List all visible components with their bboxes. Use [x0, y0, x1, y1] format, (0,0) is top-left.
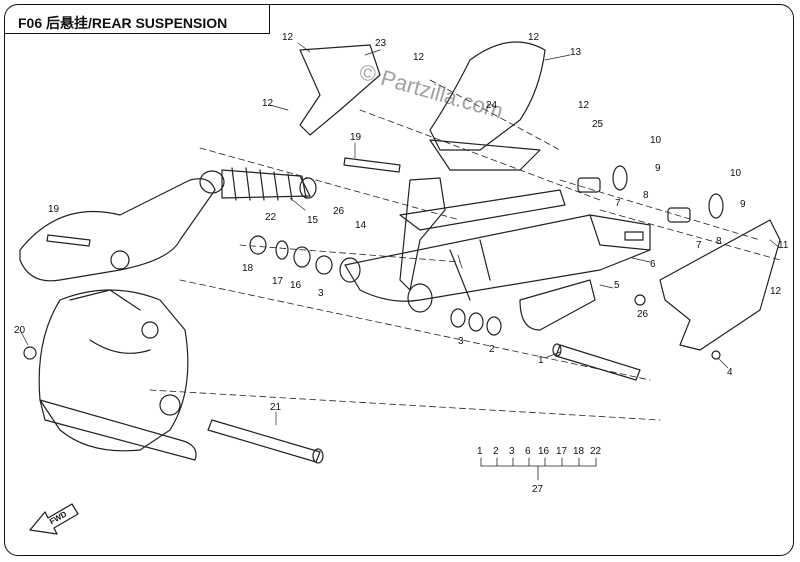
- callout-5: 5: [614, 280, 620, 291]
- kit-member: 17: [556, 446, 568, 457]
- callout-19: 19: [350, 132, 362, 143]
- callout-4: 4: [727, 367, 733, 378]
- callout-12: 12: [528, 32, 540, 43]
- callout-9: 9: [655, 163, 661, 174]
- kit-member: 3: [509, 446, 515, 457]
- kit-member: 2: [493, 446, 499, 457]
- callout-3: 3: [458, 336, 464, 347]
- frame-left: [19, 178, 216, 461]
- callout-6: 6: [650, 259, 656, 270]
- callout-7: 7: [615, 198, 621, 209]
- callout-12: 12: [282, 32, 294, 43]
- callout-21: 21: [270, 402, 282, 413]
- callout-10: 10: [650, 135, 662, 146]
- callout-7: 7: [696, 240, 702, 251]
- callout-26: 26: [637, 309, 649, 320]
- leader-lines: [19, 42, 781, 426]
- kit-member: 18: [573, 446, 585, 457]
- rear-fender: [429, 41, 546, 171]
- shock-absorber: [199, 167, 317, 201]
- callout-9: 9: [740, 199, 746, 210]
- long-shaft: [207, 419, 324, 464]
- callout-25: 25: [592, 119, 604, 130]
- callout-10: 10: [730, 168, 742, 179]
- assembly-guide-lines: [149, 79, 781, 421]
- callout-8: 8: [643, 190, 649, 201]
- callout-12: 12: [413, 52, 425, 63]
- chain-adjusters: [577, 165, 724, 223]
- callout-12: 12: [262, 98, 274, 109]
- callout-16: 16: [290, 280, 302, 291]
- callout-13: 13: [570, 47, 582, 58]
- callout-12: 12: [578, 100, 590, 111]
- callout-14: 14: [355, 220, 367, 231]
- callout-2: 2: [489, 344, 495, 355]
- fwd-arrow-icon: [29, 503, 79, 535]
- kit-member: 22: [590, 446, 602, 457]
- bushings: [23, 235, 721, 360]
- kit-number: 27: [532, 484, 544, 495]
- callout-22: 22: [265, 212, 277, 223]
- kit-bracket: [480, 457, 597, 481]
- title-box: F06 后悬挂/REAR SUSPENSION: [4, 4, 270, 34]
- swingarm: [339, 177, 651, 313]
- callout-12: 12: [770, 286, 782, 297]
- kit-member: 16: [538, 446, 550, 457]
- callout-1: 1: [538, 355, 544, 366]
- callout-23: 23: [375, 38, 387, 49]
- callout-11: 11: [778, 240, 789, 251]
- callout-24: 24: [486, 100, 498, 111]
- fwd-label: FWD: [48, 509, 68, 526]
- callout-15: 15: [307, 215, 319, 226]
- pivot-axle: [552, 343, 641, 381]
- kit-member: 6: [525, 446, 531, 457]
- callout-17: 17: [272, 276, 284, 287]
- callout-8: 8: [716, 236, 722, 247]
- diagram-frame: [4, 4, 794, 556]
- chain-cover: [659, 219, 781, 351]
- bolt-19: [46, 157, 401, 247]
- callout-26: 26: [333, 206, 345, 217]
- kit-member: 1: [477, 446, 483, 457]
- callout-3: 3: [318, 288, 324, 299]
- diagram-title: F06 后悬挂/REAR SUSPENSION: [18, 15, 228, 31]
- bracket-top-left: [299, 44, 381, 136]
- chain-guard: [519, 279, 596, 331]
- callout-18: 18: [242, 263, 254, 274]
- callout-labels: 12 23 12 12 13 12 24 12 25 19 10 9 8 10 …: [14, 32, 789, 495]
- callout-19: 19: [48, 204, 60, 215]
- callout-20: 20: [14, 325, 26, 336]
- watermark: © Partzilla.com: [357, 59, 506, 124]
